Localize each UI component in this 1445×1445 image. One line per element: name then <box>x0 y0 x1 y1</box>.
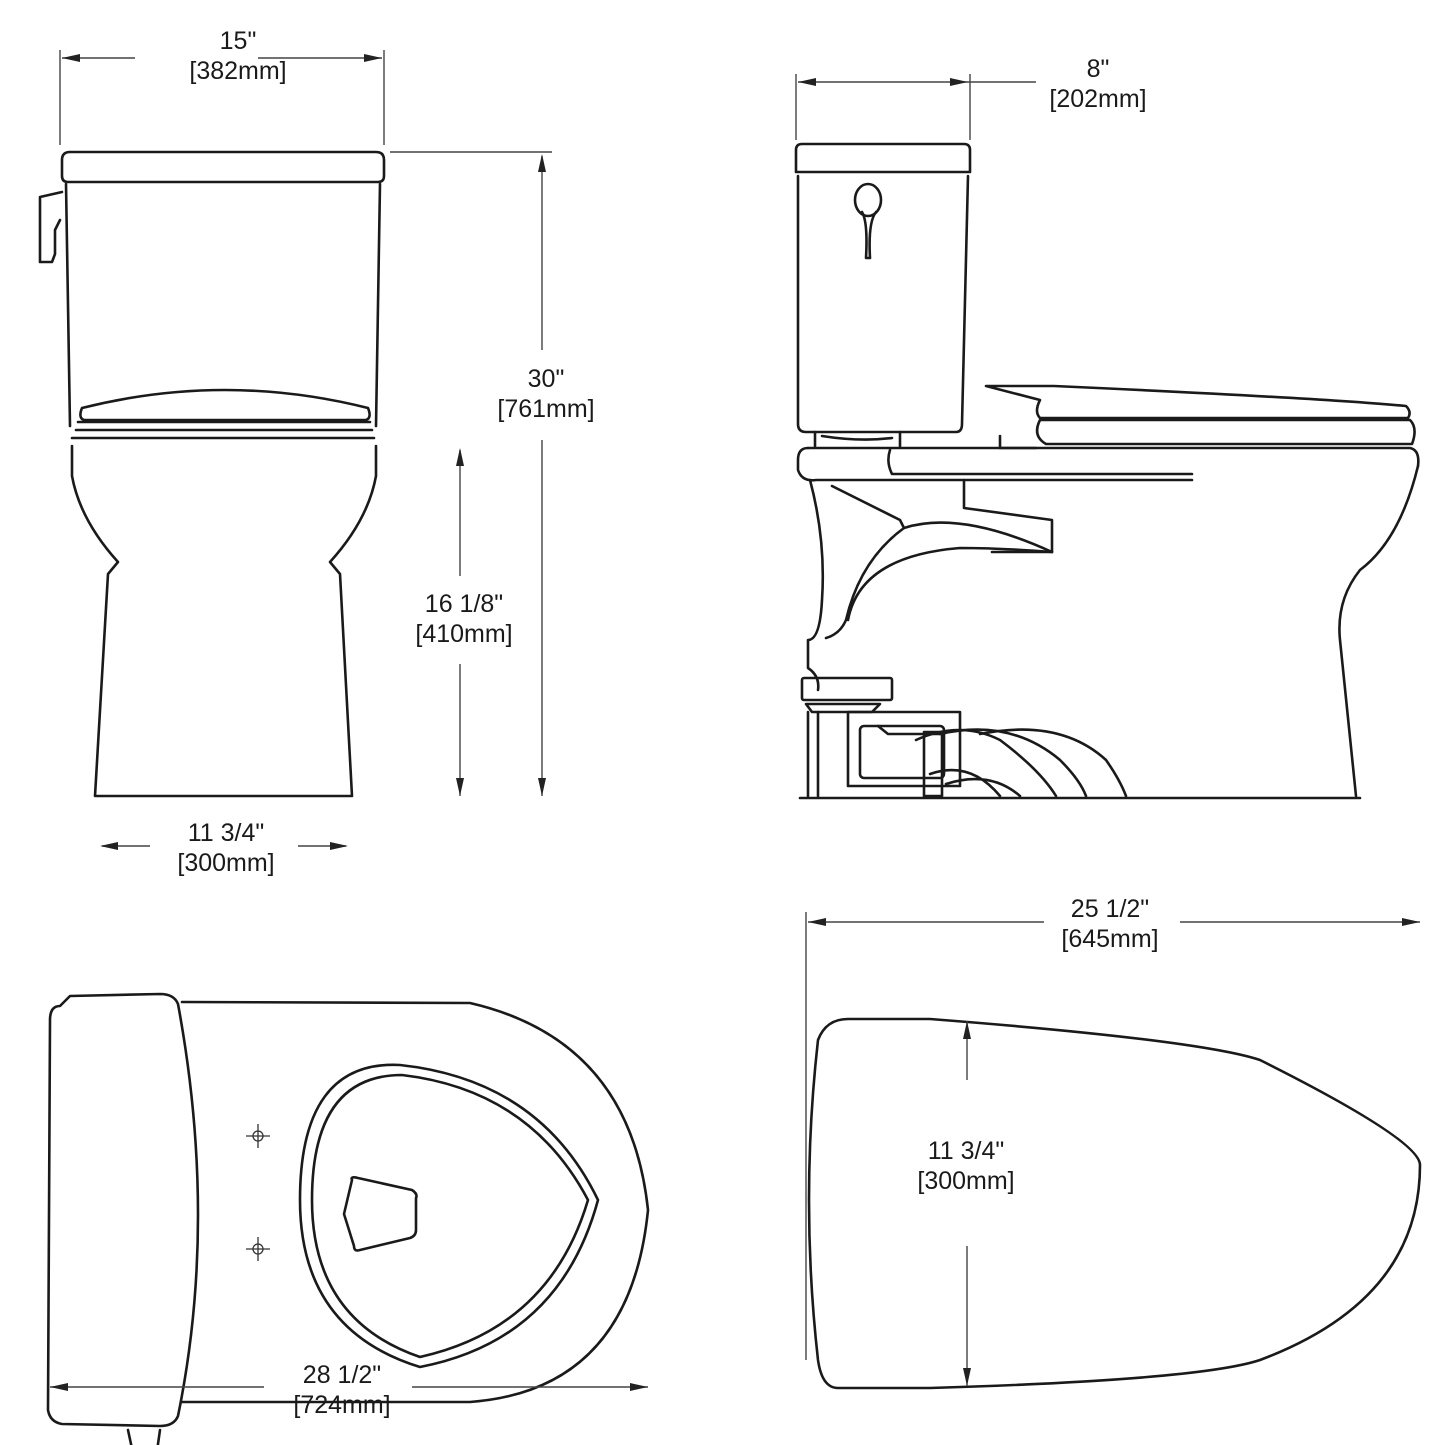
top-view <box>46 992 650 1445</box>
dimension-seat-width: 11 3/4" [300mm] <box>917 1137 1015 1195</box>
side-view <box>794 74 1420 800</box>
mounting-bolt-icon <box>246 1124 270 1148</box>
dimension-base-width: 11 3/4" [300mm] <box>177 819 275 877</box>
flush-handle-icon <box>38 190 64 264</box>
dimension-overall-length: 28 1/2" [724mm] <box>293 1361 391 1419</box>
flush-lever-icon <box>853 182 883 218</box>
front-view <box>38 50 552 850</box>
seat-top-view <box>805 912 1422 1390</box>
dimension-seat-height: 16 1/8" [410mm] <box>415 590 513 648</box>
dimension-overall-height: 30" [761mm] <box>497 365 595 423</box>
mounting-bolt-icon <box>246 1237 270 1261</box>
dimension-tank-depth: 8" [202mm] <box>1049 55 1147 113</box>
flush-handle-icon <box>126 1428 162 1445</box>
drain-icon <box>342 1176 418 1252</box>
dimension-seat-length: 25 1/2" [645mm] <box>1061 895 1159 953</box>
dimension-front-width: 15" [382mm] <box>189 27 287 85</box>
